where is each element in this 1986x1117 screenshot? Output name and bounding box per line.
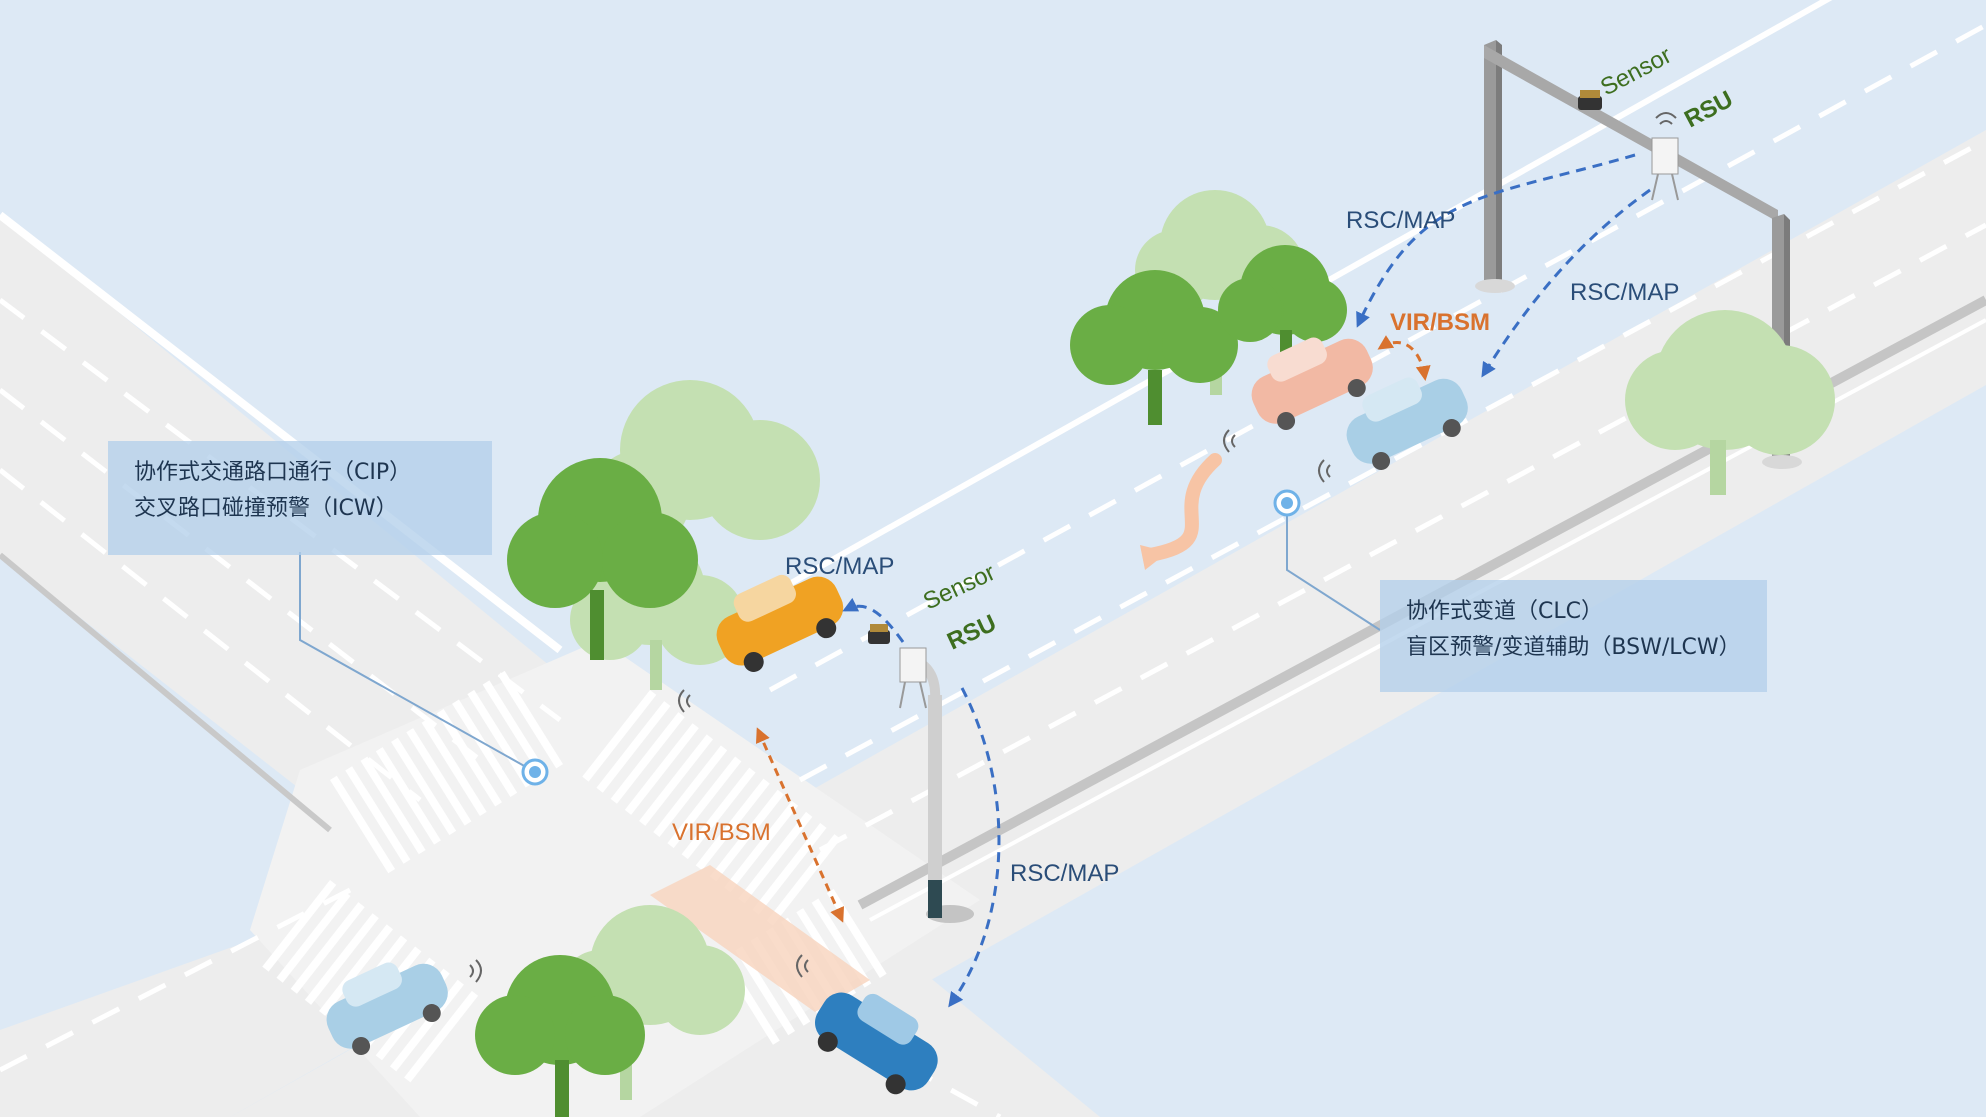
label-rsc-map-pole-bottom: RSC/MAP — [1010, 860, 1119, 887]
vehicles — [326, 337, 1468, 1095]
callout-clc-line: 协作式变道（CLC） — [1406, 599, 1603, 624]
callout-bsw-line: 盲区预警/变道辅助（BSW/LCW） — [1406, 635, 1741, 660]
label-rsc-map-gantry-left: RSC/MAP — [1346, 207, 1455, 234]
lane-change-arrow-icon — [1143, 453, 1222, 562]
pink-car-icon — [1251, 337, 1373, 431]
lane-change-callout: 协作式变道（CLC） 盲区预警/变道辅助（BSW/LCW） — [1380, 580, 1767, 692]
intersection-callout: 协作式交通路口通行（CIP） 交叉路口碰撞预警（ICW） — [108, 441, 492, 555]
callout-cip-line: 协作式交通路口通行（CIP） — [134, 460, 412, 485]
blue-car-icon — [815, 992, 938, 1095]
collision-zone — [650, 865, 870, 1012]
gantry-rsu-icon — [1651, 137, 1679, 175]
pole-rsu-icon — [899, 647, 927, 683]
label-vir-bsm-cross: VIR/BSM — [672, 819, 771, 846]
trees — [475, 190, 1835, 1117]
gantry-sensor-icon — [1578, 96, 1602, 110]
callout-icw-line: 交叉路口碰撞预警（ICW） — [134, 496, 398, 521]
label-vir-bsm-top: VIR/BSM — [1390, 309, 1490, 336]
label-rsc-map-gantry-right: RSC/MAP — [1570, 279, 1679, 306]
overhead-gantry — [1475, 40, 1802, 469]
left-car-icon — [326, 962, 448, 1056]
orange-car-icon — [716, 574, 844, 672]
roadside-pole — [868, 624, 974, 923]
light-blue-car-icon — [1346, 377, 1468, 471]
message-arrows — [755, 153, 1651, 1008]
callout-leaders — [299, 489, 1381, 786]
pole-sensor-icon — [868, 630, 890, 644]
label-rsc-map-pole-top: RSC/MAP — [785, 553, 894, 580]
